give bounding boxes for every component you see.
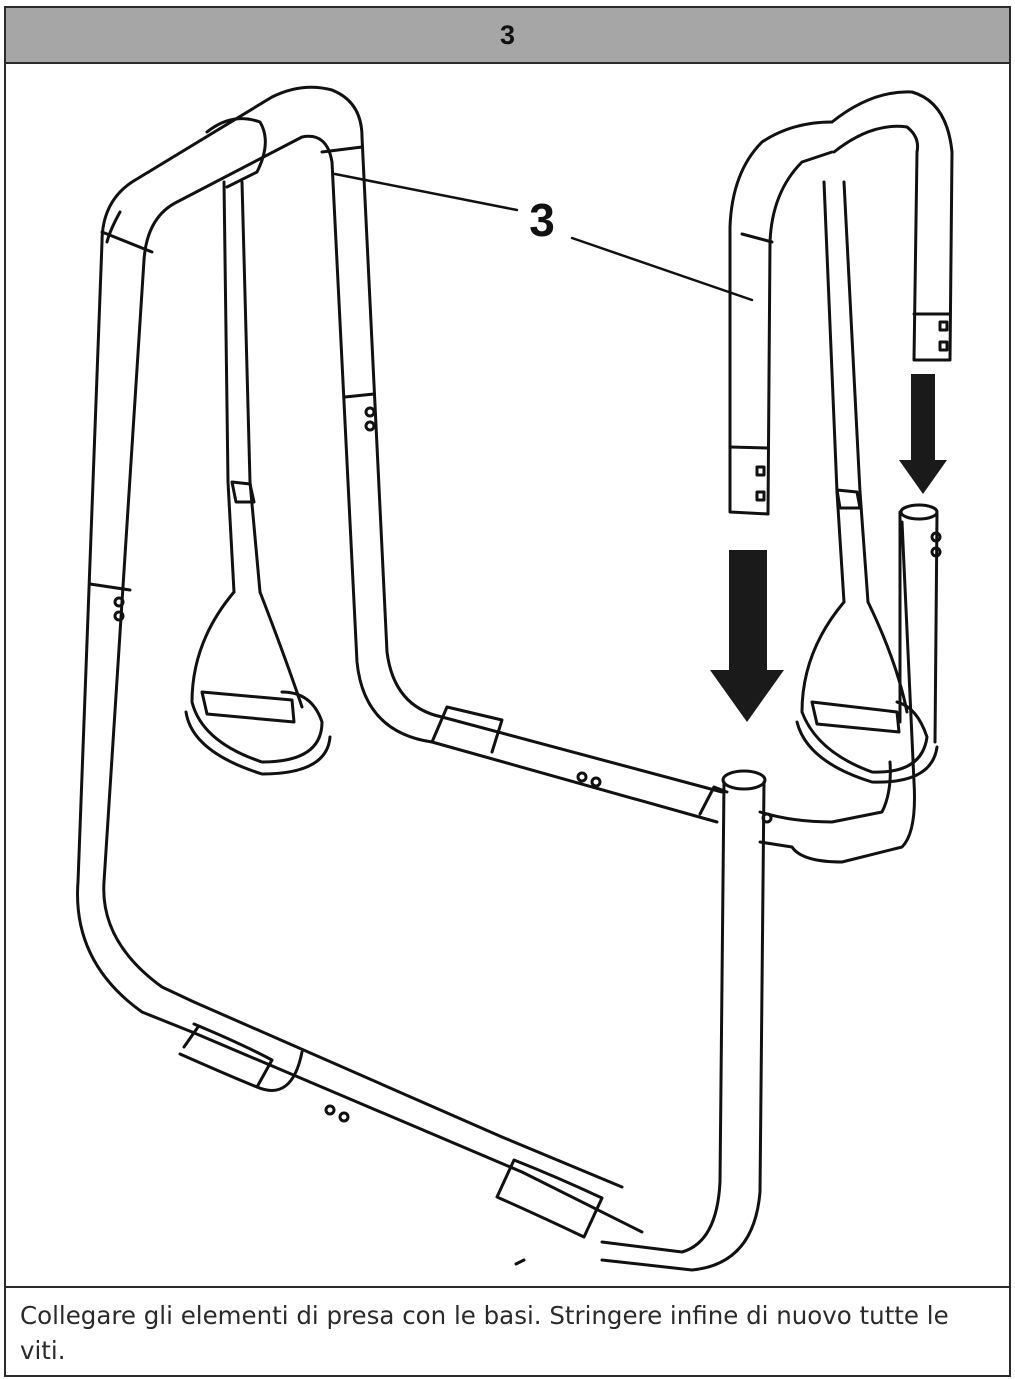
right-suspension-strap [795, 180, 939, 784]
right-grip-element-front [728, 120, 834, 516]
instruction-sheet: 3 [4, 6, 1011, 1377]
left-frame [76, 85, 729, 1239]
left-suspension-strap [184, 180, 332, 776]
insert-arrow-large [710, 550, 784, 722]
callout-leader-lines [333, 172, 754, 302]
assembly-illustration: 3 [6, 64, 1009, 1288]
assembly-drawing: 3 [76, 85, 954, 1272]
step-number: 3 [499, 19, 516, 50]
callout-number: 3 [529, 194, 555, 246]
right-base-frame [600, 503, 942, 1272]
step-header: 3 [6, 8, 1009, 64]
right-grip-element-back [830, 90, 954, 362]
stray-mark [514, 1258, 526, 1266]
instruction-caption: Collegare gli elementi di presa con le b… [20, 1301, 949, 1365]
insert-arrow-small [899, 374, 947, 494]
